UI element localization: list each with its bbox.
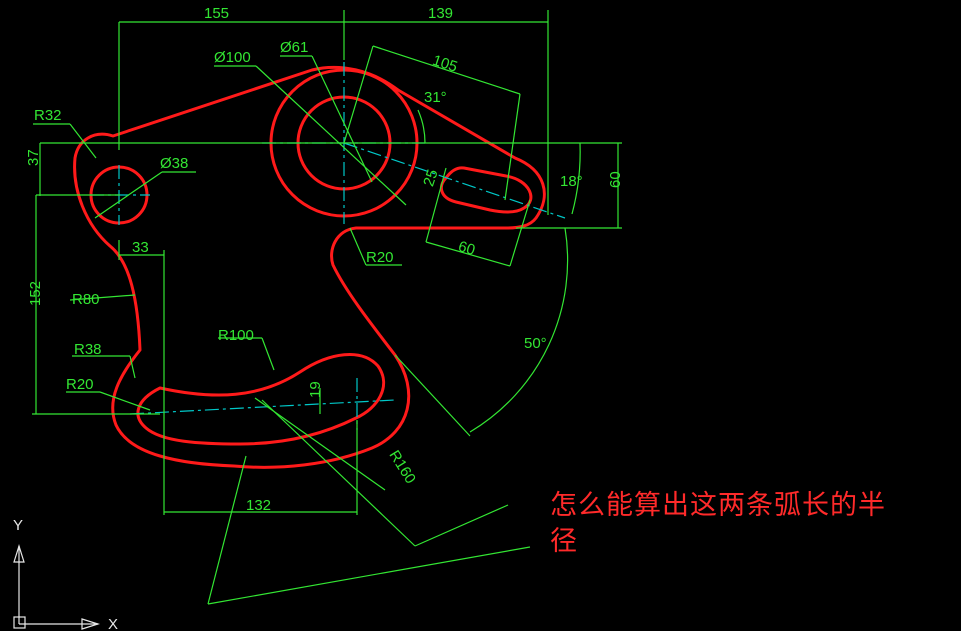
bottom-curved-slot	[136, 353, 385, 446]
right-slot	[439, 166, 533, 214]
ucs-axis-icon	[13, 543, 101, 630]
question-note-line1: 怎么能算出这两条弧长的半	[550, 490, 886, 521]
dim-25: 25	[420, 167, 441, 188]
dim-dia61: Ø61	[280, 39, 308, 56]
dim-r100: R100	[218, 327, 254, 344]
note-pointer-lower	[207, 455, 247, 605]
centerline-slot-bottom	[129, 399, 396, 415]
dim-50deg: 50°	[524, 335, 547, 352]
note-pointer-upper	[261, 399, 416, 547]
dim-31deg: 31°	[424, 89, 447, 106]
dim-dia38: Ø38	[160, 155, 188, 172]
axis-x-label: X	[108, 616, 118, 631]
dim-r20-top: R20	[366, 249, 394, 266]
dim-dia100: Ø100	[214, 49, 251, 66]
dim-r80: R80	[72, 291, 100, 308]
dim-r160: R160	[386, 447, 419, 486]
dim-19: 19	[307, 381, 324, 398]
dimension-lines	[32, 10, 622, 605]
dim-18deg: 18°	[560, 173, 583, 190]
axis-y-label: Y	[13, 517, 23, 534]
center-lines	[90, 62, 566, 430]
outer-profile	[73, 65, 546, 469]
part-outline	[73, 65, 546, 469]
dim-155: 155	[204, 5, 229, 22]
dim-r38: R38	[74, 341, 102, 358]
dim-r32: R32	[34, 107, 62, 124]
dim-37: 37	[25, 149, 42, 166]
dim-105: 105	[430, 52, 459, 76]
question-note: 怎么能算出这两条弧长的半 径	[550, 488, 950, 560]
dim-132: 132	[246, 497, 271, 514]
dim-r20-bottom: R20	[66, 376, 94, 393]
dim-60: 60	[456, 238, 477, 259]
question-note-line2: 径	[550, 526, 578, 557]
dim-33: 33	[132, 239, 149, 256]
dim-139: 139	[428, 5, 453, 22]
dim-152: 152	[27, 281, 44, 306]
dim-60-vertical: 60	[607, 171, 624, 188]
